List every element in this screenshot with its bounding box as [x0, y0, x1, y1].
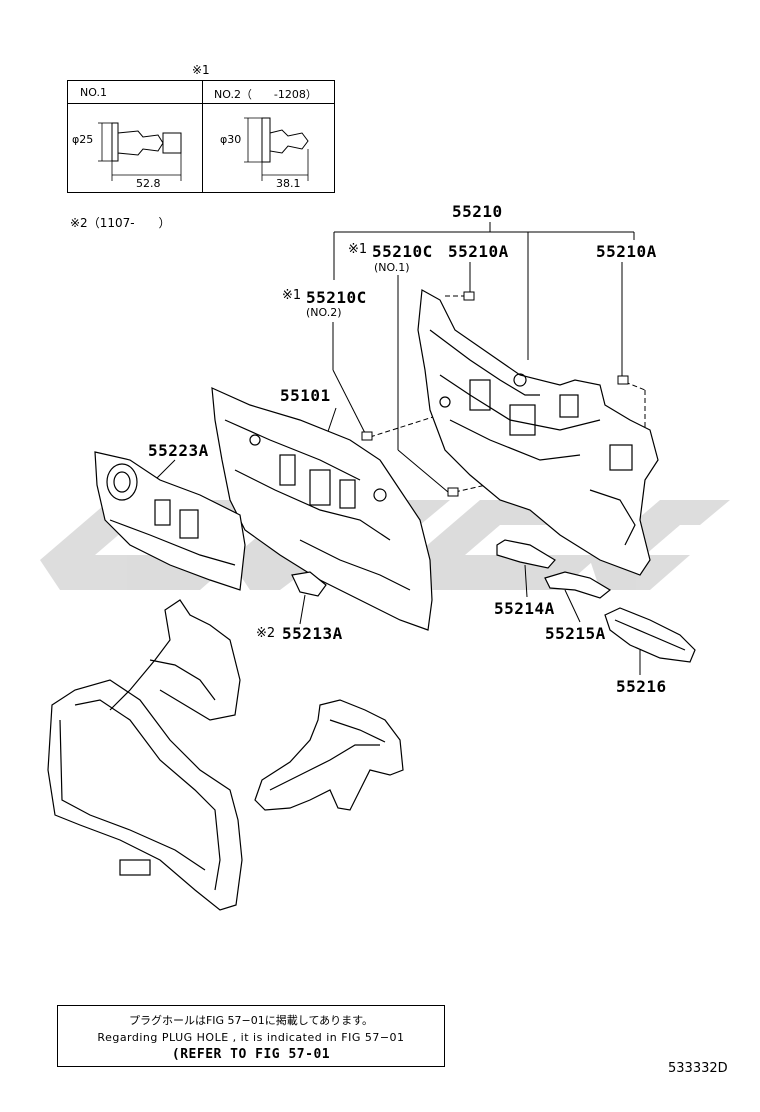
- label-55210c-no1[interactable]: 55210C: [372, 242, 433, 261]
- label-55210a-right[interactable]: 55210A: [596, 242, 657, 261]
- clip-no1-drawing: [98, 122, 182, 181]
- col1-length: 52.8: [136, 177, 161, 190]
- pad-55213a: [291, 571, 327, 597]
- label-55223a[interactable]: 55223A: [148, 441, 209, 460]
- panel-55223a: [94, 451, 246, 591]
- pad-55215a: [544, 571, 612, 599]
- diagram-id: 533332D: [668, 1061, 728, 1076]
- label-55210[interactable]: 55210: [452, 202, 503, 221]
- note-line-english: Regarding PLUG HOLE , it is indicated in…: [97, 1031, 405, 1044]
- col2-header: NO.2（ -1208）: [214, 88, 317, 101]
- plug-hole-reference-note: プラグホールはFIG 57−01に掲載してあります。 Regarding PLU…: [57, 1005, 445, 1067]
- mark-55210c-no2: ※1: [282, 288, 302, 303]
- label-55214a[interactable]: 55214A: [494, 599, 555, 618]
- radiator-support-frame: [47, 599, 243, 911]
- note-line-refer[interactable]: (REFER TO FIG 57-01: [58, 1047, 444, 1062]
- col2-length: 38.1: [276, 177, 301, 190]
- label-55210a-left[interactable]: 55210A: [448, 242, 509, 261]
- label-55213a[interactable]: 55213A: [282, 624, 343, 643]
- table-divider-v: [202, 81, 203, 192]
- inset-title-mark: ※1: [192, 63, 210, 77]
- refer-link[interactable]: (REFER TO FIG 57-01: [171, 1047, 331, 1062]
- mark-55210c-no1: ※1: [348, 242, 368, 257]
- table-divider-h: [68, 103, 334, 104]
- col1-header: NO.1: [80, 86, 107, 99]
- pad-55214a: [496, 539, 556, 569]
- sub-55210c-no1: (NO.1): [374, 261, 410, 274]
- dash-insulator-55101: [211, 387, 433, 631]
- clip-no2-drawing: [244, 117, 309, 181]
- label-55101[interactable]: 55101: [280, 386, 331, 405]
- dash-silencer-55210: [417, 289, 659, 576]
- note-line-japanese: プラグホールはFIG 57−01に掲載してあります。: [128, 1014, 374, 1027]
- clip-fasteners: [361, 291, 629, 497]
- col2-diameter: φ30: [220, 133, 242, 146]
- note-2-date-range: ※2（1107- ）: [70, 216, 171, 230]
- label-55215a[interactable]: 55215A: [545, 624, 606, 643]
- fastener-spec-table: NO.1 NO.2（ -1208） φ25 52.8: [67, 80, 335, 193]
- col1-diameter: φ25: [72, 133, 94, 146]
- label-55216[interactable]: 55216: [616, 677, 667, 696]
- mark-55213a: ※2: [256, 626, 276, 641]
- sub-55210c-no2: (NO.2): [306, 306, 342, 319]
- pad-55216: [604, 607, 696, 663]
- small-bracket-assembly: [254, 699, 404, 811]
- label-55210c-no2[interactable]: 55210C: [306, 288, 367, 307]
